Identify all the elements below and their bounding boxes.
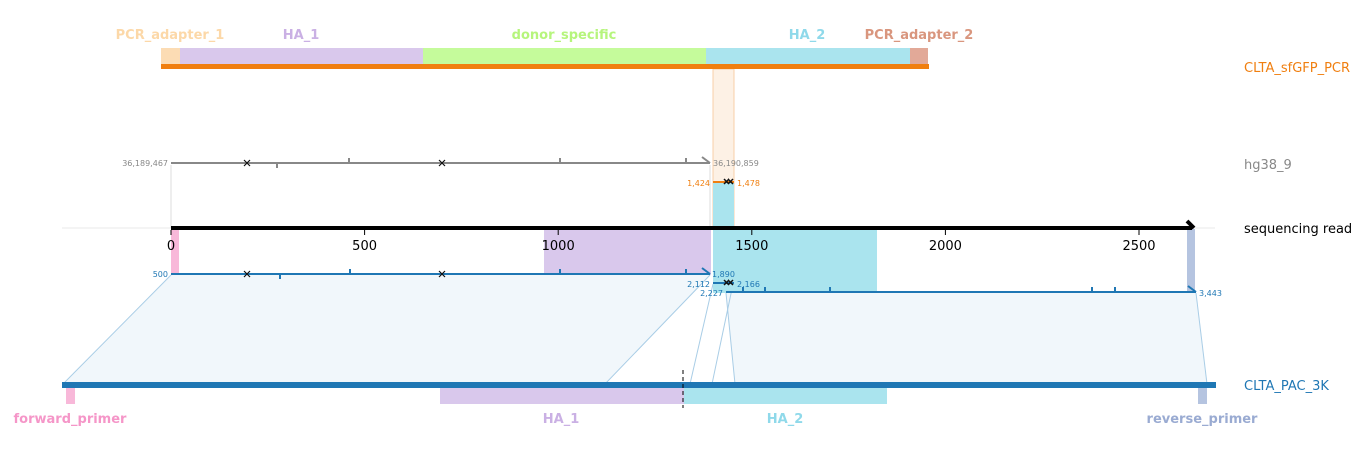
read-ha1-region (544, 229, 711, 275)
amplicon-label-ha-1: HA_1 (283, 28, 320, 43)
plasmid-alignment-mid (713, 279, 734, 286)
genome-alignment (171, 156, 711, 168)
plasmid-label-ha-2: HA_2 (767, 412, 804, 427)
amplicon-feature-donor-specific (423, 48, 706, 64)
track-label-plasmid: CLTA_PAC_3K (1244, 379, 1329, 394)
amplicon-label-pcr-adapter-2: PCR_adapter_2 (865, 28, 974, 43)
plasmid-alignment-arrowhead-2 (1187, 285, 1197, 293)
plasmid-start-coord-2: 2,227 (700, 289, 723, 298)
plasmid-feature-ha-1 (440, 388, 684, 404)
genome-mismatch-marks (243, 159, 446, 167)
projection-read-plasmid-1 (63, 275, 710, 384)
genome-alignment-arrowhead (701, 156, 711, 164)
track-label-genome: hg38_9 (1244, 158, 1292, 173)
amplicon-right-coord: 1,478 (737, 179, 760, 188)
read-axis-tick-label: 2500 (1122, 239, 1155, 254)
amplicon-feature-ha-2 (706, 48, 910, 64)
plasmid-start-coord-1: 500 (153, 270, 168, 279)
plasmid-label-forward-primer: forward_primer (14, 412, 128, 427)
plasmid-indel-marks-1 (279, 269, 687, 279)
projection-edge (1195, 292, 1208, 385)
amplicon-feature-pcr-adapter-1 (161, 48, 180, 64)
read-axis-ticks: 0 500 1000 1500 2000 2500 (167, 230, 1156, 254)
amplicon-feature-pcr-adapter-2 (910, 48, 928, 64)
amplicon-label-ha-2: HA_2 (789, 28, 826, 43)
plasmid-end-coord-2: 3,443 (1199, 289, 1222, 298)
read-axis-tick-label: 500 (352, 239, 377, 254)
projection-edge (689, 283, 714, 385)
plasmid-alignment-2 (726, 285, 1197, 293)
read-forward-primer-region (171, 229, 179, 275)
plasmid-alignment-1 (171, 267, 711, 279)
plasmid-mismatch-marks-mid (723, 279, 734, 286)
amplicon-track (161, 48, 929, 69)
read-axis-tick-label: 1000 (542, 239, 575, 254)
plasmid-mid-left-coord: 2,112 (687, 280, 710, 289)
amplicon-label-pcr-adapter-1: PCR_adapter_1 (116, 28, 225, 43)
plasmid-feature-ha-2 (684, 388, 887, 404)
plasmid-label-ha-1: HA_1 (543, 412, 580, 427)
plasmid-alignment-arrowhead-1 (701, 267, 711, 275)
amplicon-feature-ha-1 (180, 48, 423, 64)
read-axis-tick-label: 0 (167, 239, 175, 254)
genome-start-coord: 36,189,467 (122, 159, 168, 168)
plasmid-track (62, 370, 1216, 408)
amplicon-left-coord: 1,424 (687, 179, 710, 188)
genome-indel-marks (276, 158, 687, 168)
amplicon-label-donor-specific: donor_specific (512, 28, 617, 43)
read-ha2-region (713, 229, 877, 293)
sequencing-read-arrowhead (1185, 219, 1196, 230)
plasmid-mismatch-marks-1 (243, 270, 446, 278)
plasmid-end-coord-1: 1,890 (712, 270, 735, 279)
plasmid-bar (62, 382, 1216, 388)
plasmid-feature-reverse-primer (1198, 388, 1207, 404)
projection-edge (62, 274, 172, 385)
amplicon-bar (161, 64, 929, 69)
projection-read-plasmid-2 (726, 293, 1207, 384)
track-label-read: sequencing read (1244, 222, 1352, 237)
plasmid-label-reverse-primer: reverse_primer (1147, 412, 1259, 427)
amplicon-alignment (713, 178, 734, 185)
plasmid-indel-marks-2 (742, 287, 1116, 292)
projection-edge (604, 274, 711, 385)
read-amplicon-region (713, 182, 734, 229)
projection-edge (711, 283, 734, 385)
read-axis-tick-label: 1500 (735, 239, 768, 254)
genome-end-coord: 36,190,859 (713, 159, 759, 168)
amplicon-mismatch-marks (723, 178, 734, 185)
plasmid-mid-right-coord: 2,166 (737, 280, 760, 289)
plasmid-feature-forward-primer (66, 388, 75, 404)
track-label-amplicon: CLTA_sfGFP_PCR (1244, 61, 1350, 76)
read-reverse-primer-region (1187, 229, 1195, 293)
read-axis-tick-label: 2000 (929, 239, 962, 254)
